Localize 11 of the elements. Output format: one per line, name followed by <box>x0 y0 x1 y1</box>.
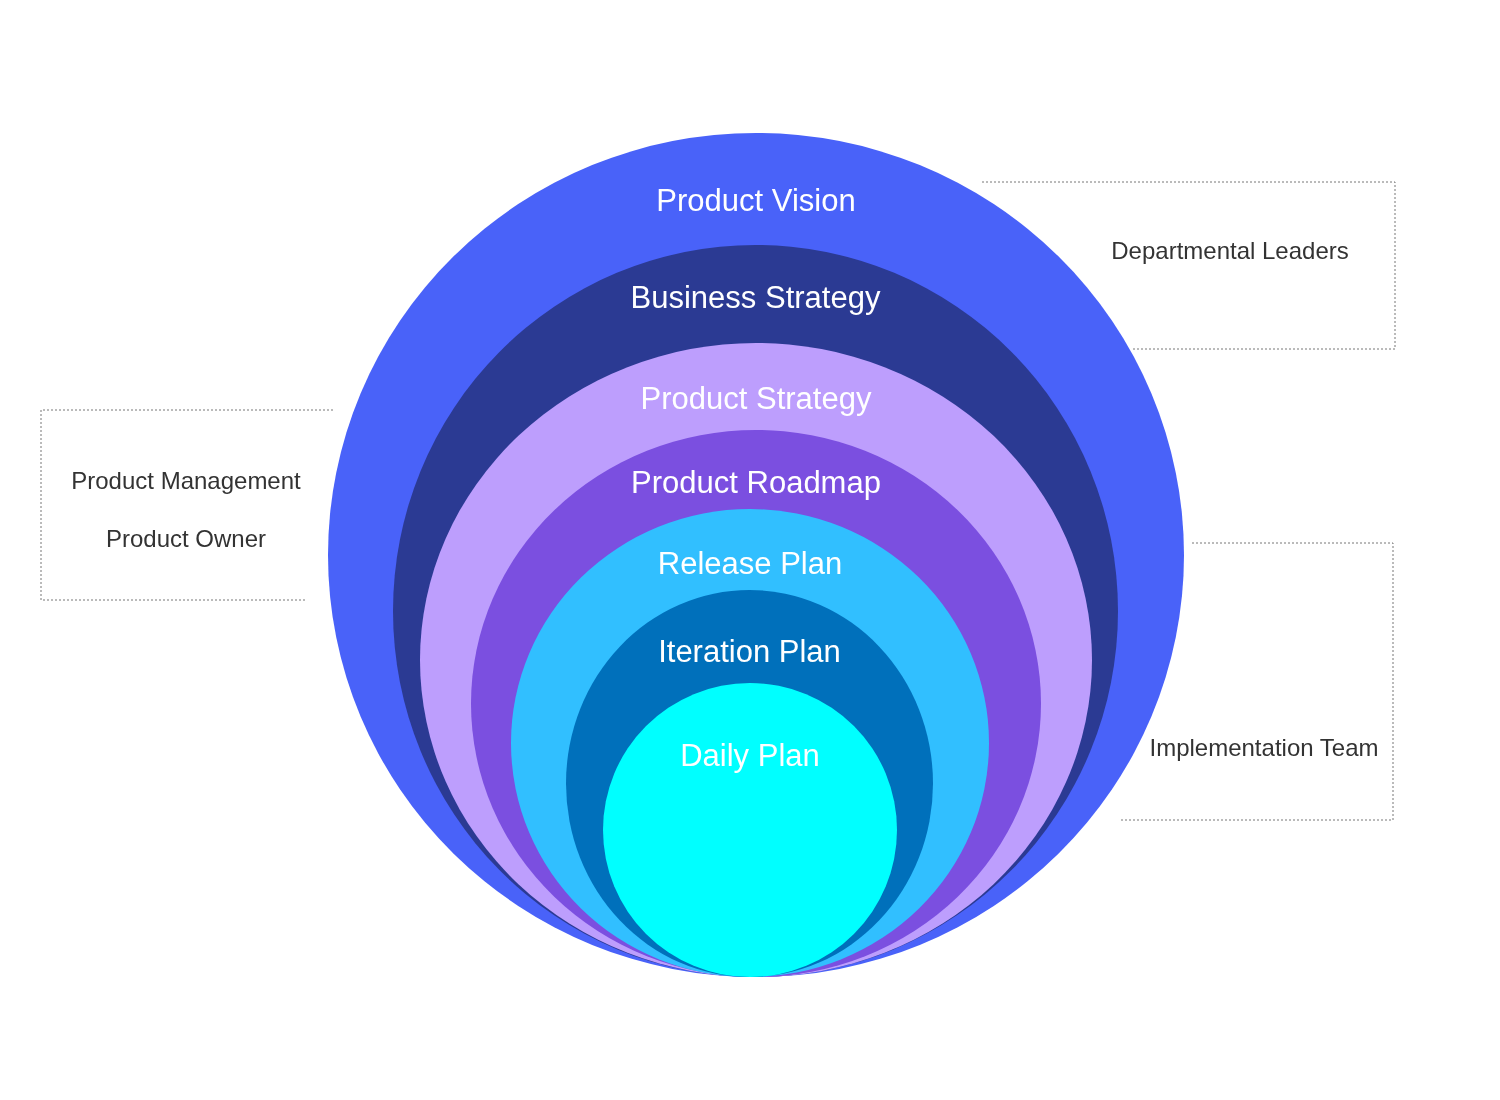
circle-label: Release Plan <box>657 546 843 582</box>
role-label: Product Owner <box>105 525 267 553</box>
circle-label: Product Roadmap <box>631 465 881 501</box>
role-label: Product Management <box>71 467 301 495</box>
circle-label: Daily Plan <box>680 738 820 774</box>
circle-label: Iteration Plan <box>658 634 841 670</box>
circle-label: Business Strategy <box>630 280 881 316</box>
role-label: Departmental Leaders <box>1111 237 1349 265</box>
role-label: Implementation Team <box>1149 734 1379 762</box>
circle-label: Product Vision <box>656 183 856 219</box>
circle-label: Product Strategy <box>640 381 872 417</box>
